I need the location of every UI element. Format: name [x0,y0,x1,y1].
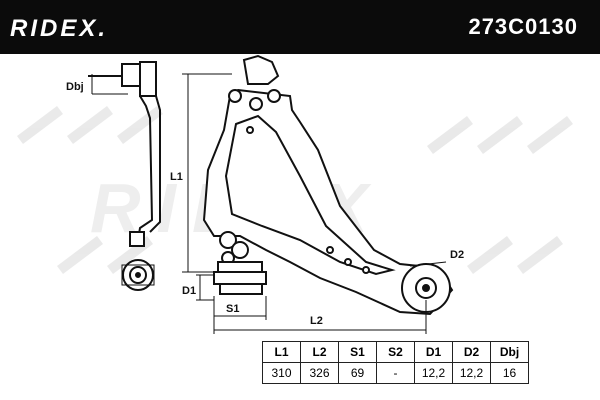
spec-value-d2: 12,2 [452,362,491,384]
spec-header-d2: D2 [452,341,491,363]
spec-value-s1: 69 [338,362,377,384]
s1-label: S1 [226,303,239,315]
dbj-label: Dbj [66,81,84,93]
technical-drawing: RIDEX Dbj [17,54,573,334]
header-bar: RIDEX. 273C0130 [0,0,600,54]
spec-header-dbj: Dbj [490,341,529,363]
spec-header-row: L1 L2 S1 S2 D1 D2 Dbj [262,341,529,363]
l1-dimension [182,73,232,273]
l2-dimension [213,300,427,334]
d2-label: D2 [450,249,464,261]
l1-label: L1 [170,171,183,183]
dbj-dimension [91,74,128,95]
spec-header-s1: S1 [338,341,377,363]
spec-header-l2: L2 [300,341,339,363]
spec-value-row: 310 326 69 - 12,2 12,2 16 [262,362,529,384]
spec-header-l1: L1 [262,341,301,363]
d1-dimension [196,274,214,301]
d1-label: D1 [182,285,196,297]
side-view [88,61,161,291]
spec-value-dbj: 16 [490,362,529,384]
front-bushing [213,261,267,295]
spec-value-s2: - [376,362,415,384]
control-arm [202,54,454,316]
svg-text:RIDEX.: RIDEX. [10,15,108,40]
spec-table: L1 L2 S1 S2 D1 D2 Dbj 310 326 69 - 12,2 … [262,341,529,384]
spec-header-d1: D1 [414,341,453,363]
d2-dimension [409,261,447,267]
watermark-pattern [17,106,573,274]
spec-header-s2: S2 [376,341,415,363]
part-number: 273C0130 [468,14,578,39]
spec-value-d1: 12,2 [414,362,453,384]
l2-label: L2 [310,315,323,327]
arm-holes [219,89,451,313]
spec-value-l1: 310 [262,362,301,384]
spec-value-l2: 326 [300,362,339,384]
s1-dimension [213,296,267,320]
brand-logo: RIDEX. [10,15,108,40]
